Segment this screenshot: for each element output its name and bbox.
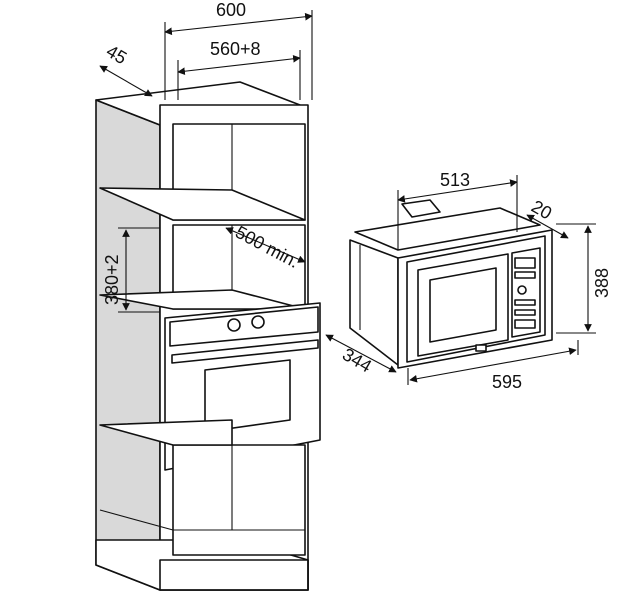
oven-knob-left <box>227 318 241 332</box>
oven-knob-right <box>251 315 265 329</box>
microwave-side <box>349 239 399 366</box>
plinth-front <box>159 559 309 591</box>
microwave-logo <box>475 344 487 352</box>
microwave-button <box>514 299 536 306</box>
microwave-open-button <box>514 319 536 329</box>
dim-cabinet-depth: 45 <box>103 41 130 68</box>
dim-frame-width: 595 <box>492 372 522 392</box>
microwave-display <box>514 257 536 269</box>
lower-niche <box>172 444 306 556</box>
dim-frame-offset: 20 <box>528 196 555 223</box>
dim-microwave-height: 388 <box>592 268 612 298</box>
tall-cabinet <box>95 81 321 591</box>
dim-microwave-width: 513 <box>440 170 470 190</box>
dim-niche-width: 560+8 <box>210 39 261 59</box>
microwave-window <box>429 267 497 343</box>
dim-cabinet-width: 600 <box>216 0 246 20</box>
dim-microwave-depth: 344 <box>339 344 375 376</box>
microwave <box>349 199 553 369</box>
microwave-top-bracket <box>401 199 441 218</box>
oven-control-panel <box>169 306 319 347</box>
microwave-dial <box>517 285 527 295</box>
microwave-button <box>514 309 536 316</box>
microwave-button <box>514 271 536 279</box>
cabinet-left-side <box>95 99 161 591</box>
oven-handle <box>171 339 319 364</box>
upper-shelf <box>99 187 306 221</box>
oven-window <box>204 359 291 433</box>
dim-niche-height: 380+2 <box>102 254 122 305</box>
